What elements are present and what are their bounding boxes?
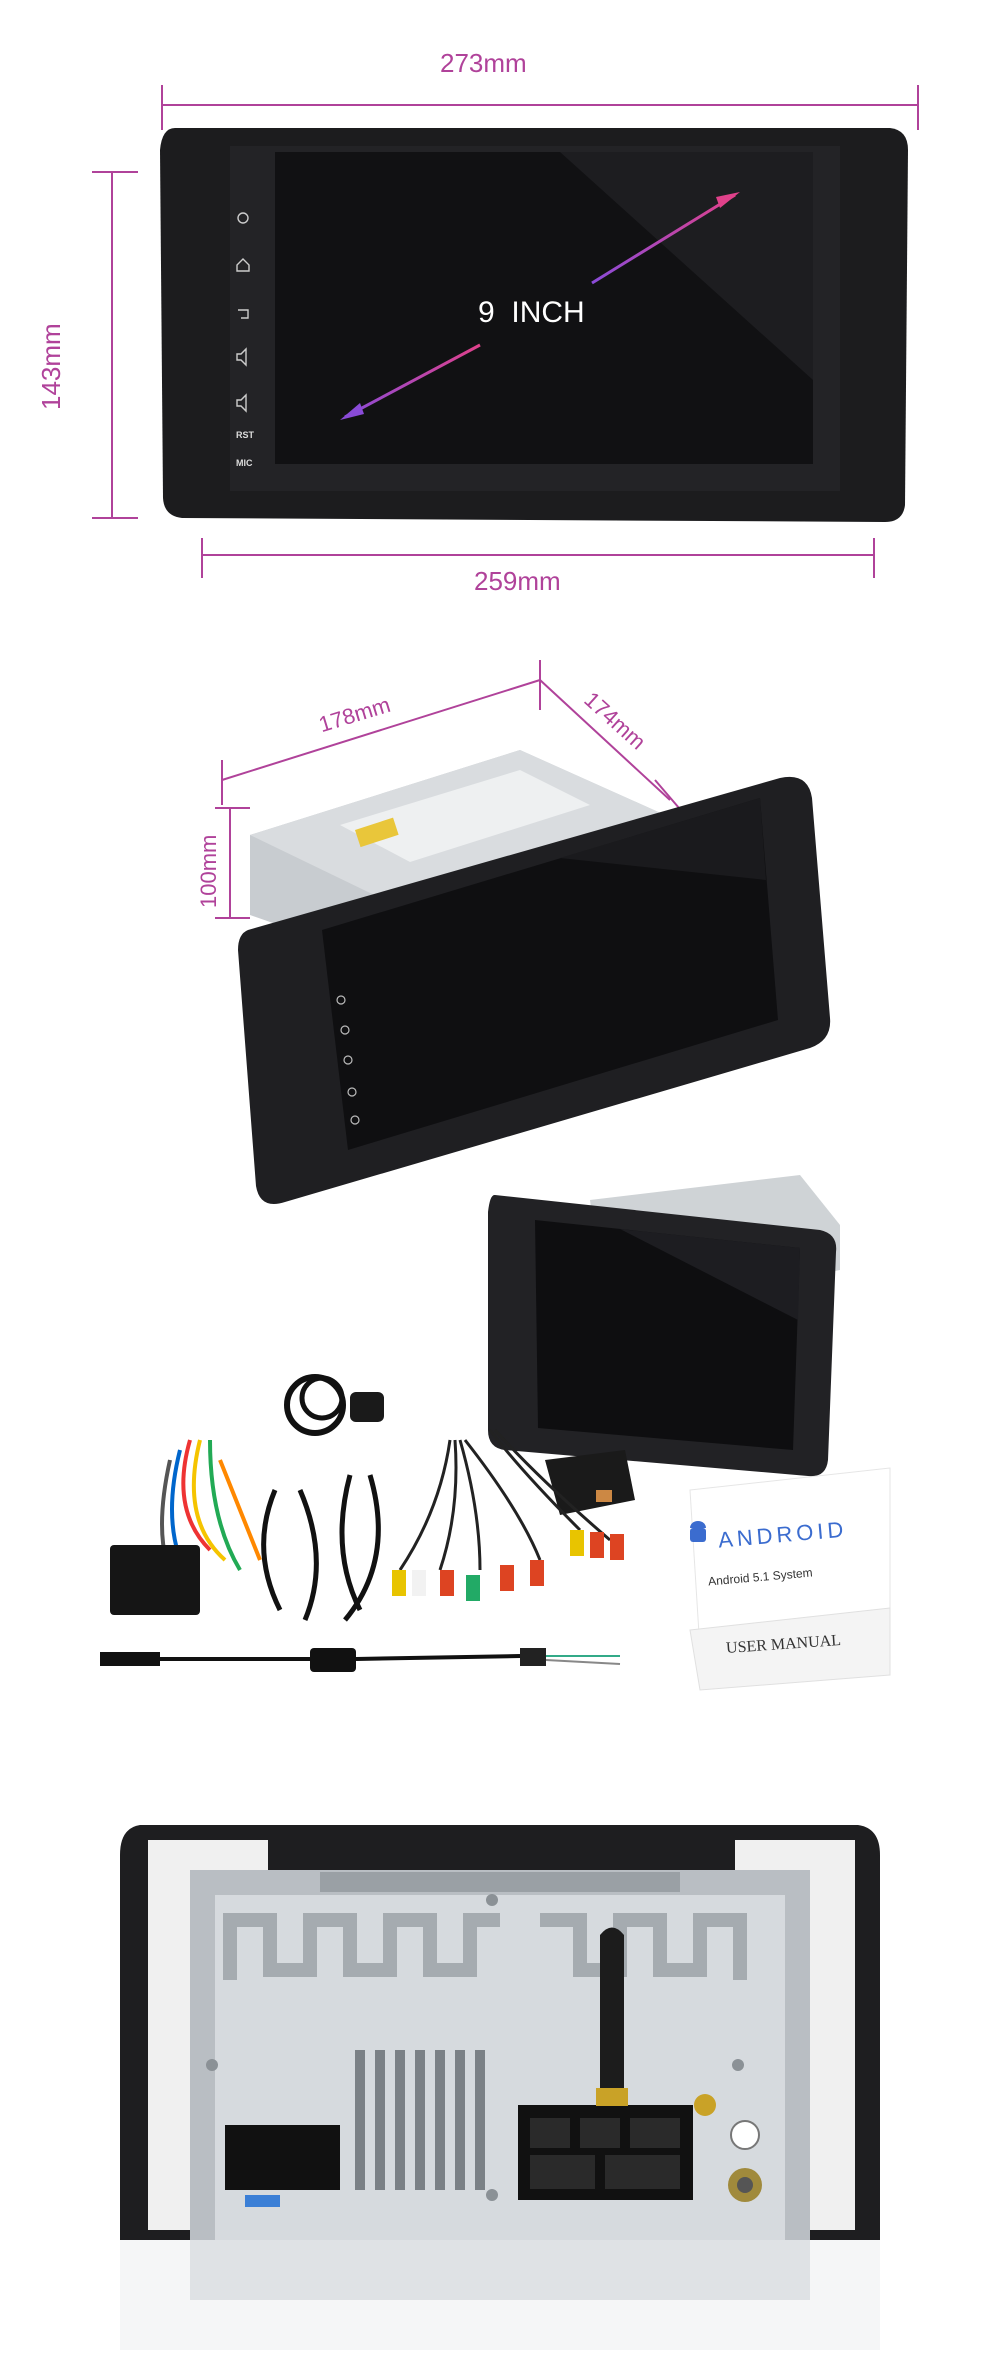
height-100-label: 100mm	[196, 834, 221, 908]
width-273-label: 273mm	[440, 48, 527, 78]
accessories-drawing	[100, 1175, 891, 1691]
wifi-antenna	[600, 1927, 624, 2090]
angled-view-panel: 178mm 174mm 100mm	[0, 630, 1000, 1210]
rear-unit-drawing	[120, 1825, 880, 2350]
rst-button-label: RST	[236, 430, 254, 440]
dimension-lines-front	[92, 85, 919, 578]
front-view-panel: 273mm	[0, 0, 1000, 600]
angled-unit-drawing	[215, 660, 831, 1204]
package-contents-panel: ANDROID Android 5.1 System USER MANUAL	[0, 1130, 1000, 1730]
rear-view-panel	[0, 1800, 1000, 2365]
screen-size-label: 9 INCH	[478, 296, 585, 329]
side-button-icons	[236, 212, 250, 413]
width-259-label: 259mm	[474, 566, 561, 596]
mic-label: MIC	[236, 458, 253, 468]
height-143-label: 143mm	[36, 323, 66, 410]
iso-connector	[225, 2125, 340, 2190]
